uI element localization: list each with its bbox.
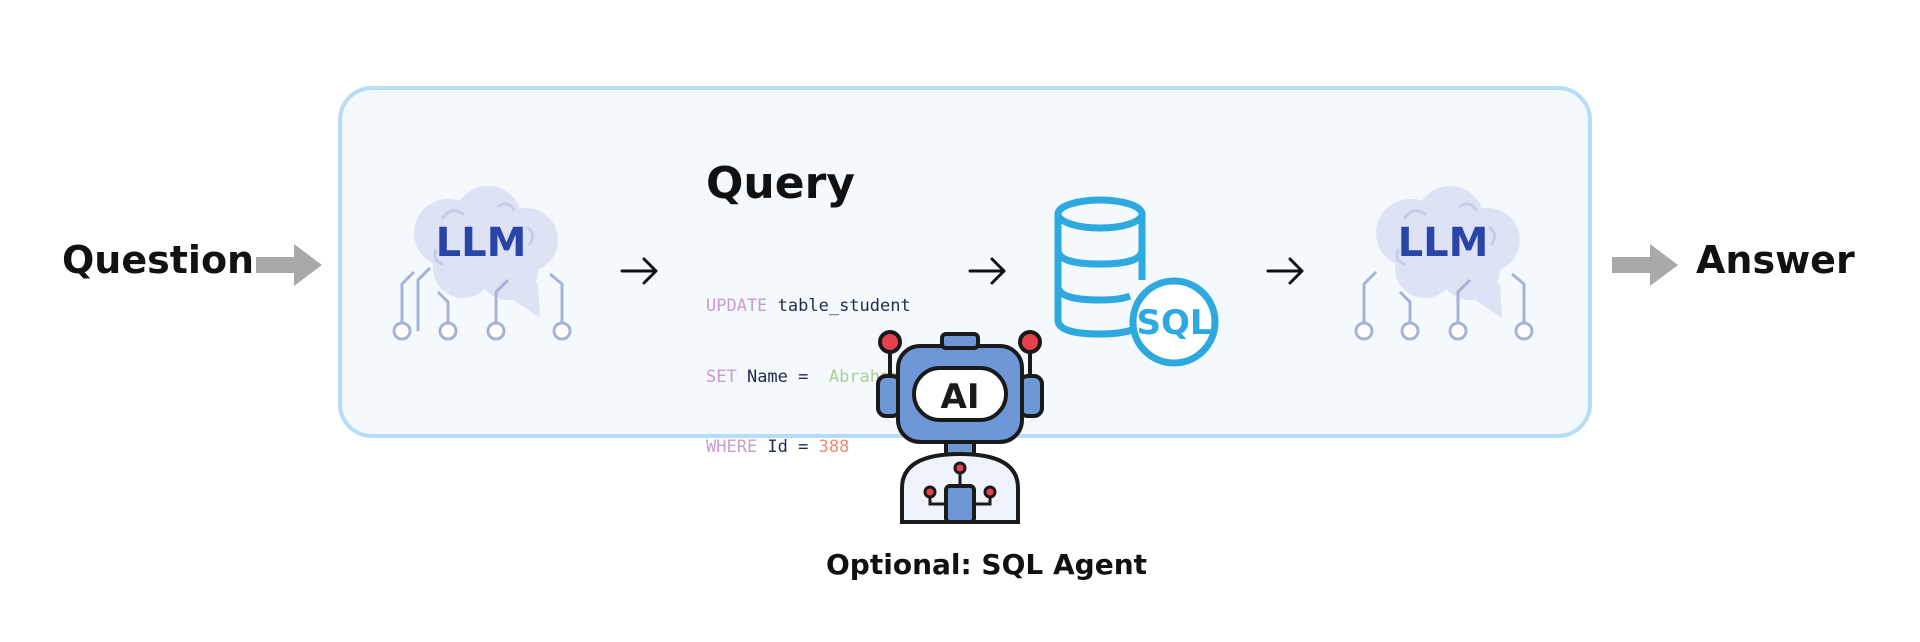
code-token: Name = (736, 366, 819, 387)
arrow-right-icon-3 (1266, 257, 1304, 285)
robot-agent-icon: AI (876, 330, 1044, 524)
llm-brain-icon-first: LLM (392, 186, 572, 341)
sql-code-block: UPDATE table_student SET Name = Abraham … (706, 248, 911, 483)
gray-arrow-in-icon (256, 244, 322, 286)
code-line-2: SET Name = Abraham (706, 366, 911, 390)
arrow-right-icon-2 (968, 257, 1006, 285)
query-title: Query (706, 158, 855, 209)
llm-brain-icon-second: LLM (1354, 186, 1534, 341)
sql-database-icon: SQL (1054, 196, 1219, 367)
arrow-right-icon-1 (620, 257, 658, 285)
code-token: WHERE (706, 437, 758, 457)
llm-label-second: LLM (1398, 220, 1489, 266)
code-line-1: UPDATE table_student (706, 295, 911, 319)
robot-face-label: AI (941, 377, 980, 417)
code-token: table_student (767, 296, 911, 316)
code-token: Id = (757, 437, 819, 457)
gray-arrow-out-icon (1612, 244, 1678, 286)
agent-caption: Optional: SQL Agent (826, 548, 1148, 581)
answer-label: Answer (1696, 238, 1855, 282)
code-token: SET (706, 366, 737, 387)
code-line-3: WHERE Id = 388 (706, 436, 911, 460)
code-token: 388 (818, 437, 850, 457)
question-label: Question (62, 238, 255, 282)
llm-label-first: LLM (436, 220, 527, 266)
code-token: UPDATE (706, 296, 768, 316)
sql-label: SQL (1136, 303, 1211, 343)
